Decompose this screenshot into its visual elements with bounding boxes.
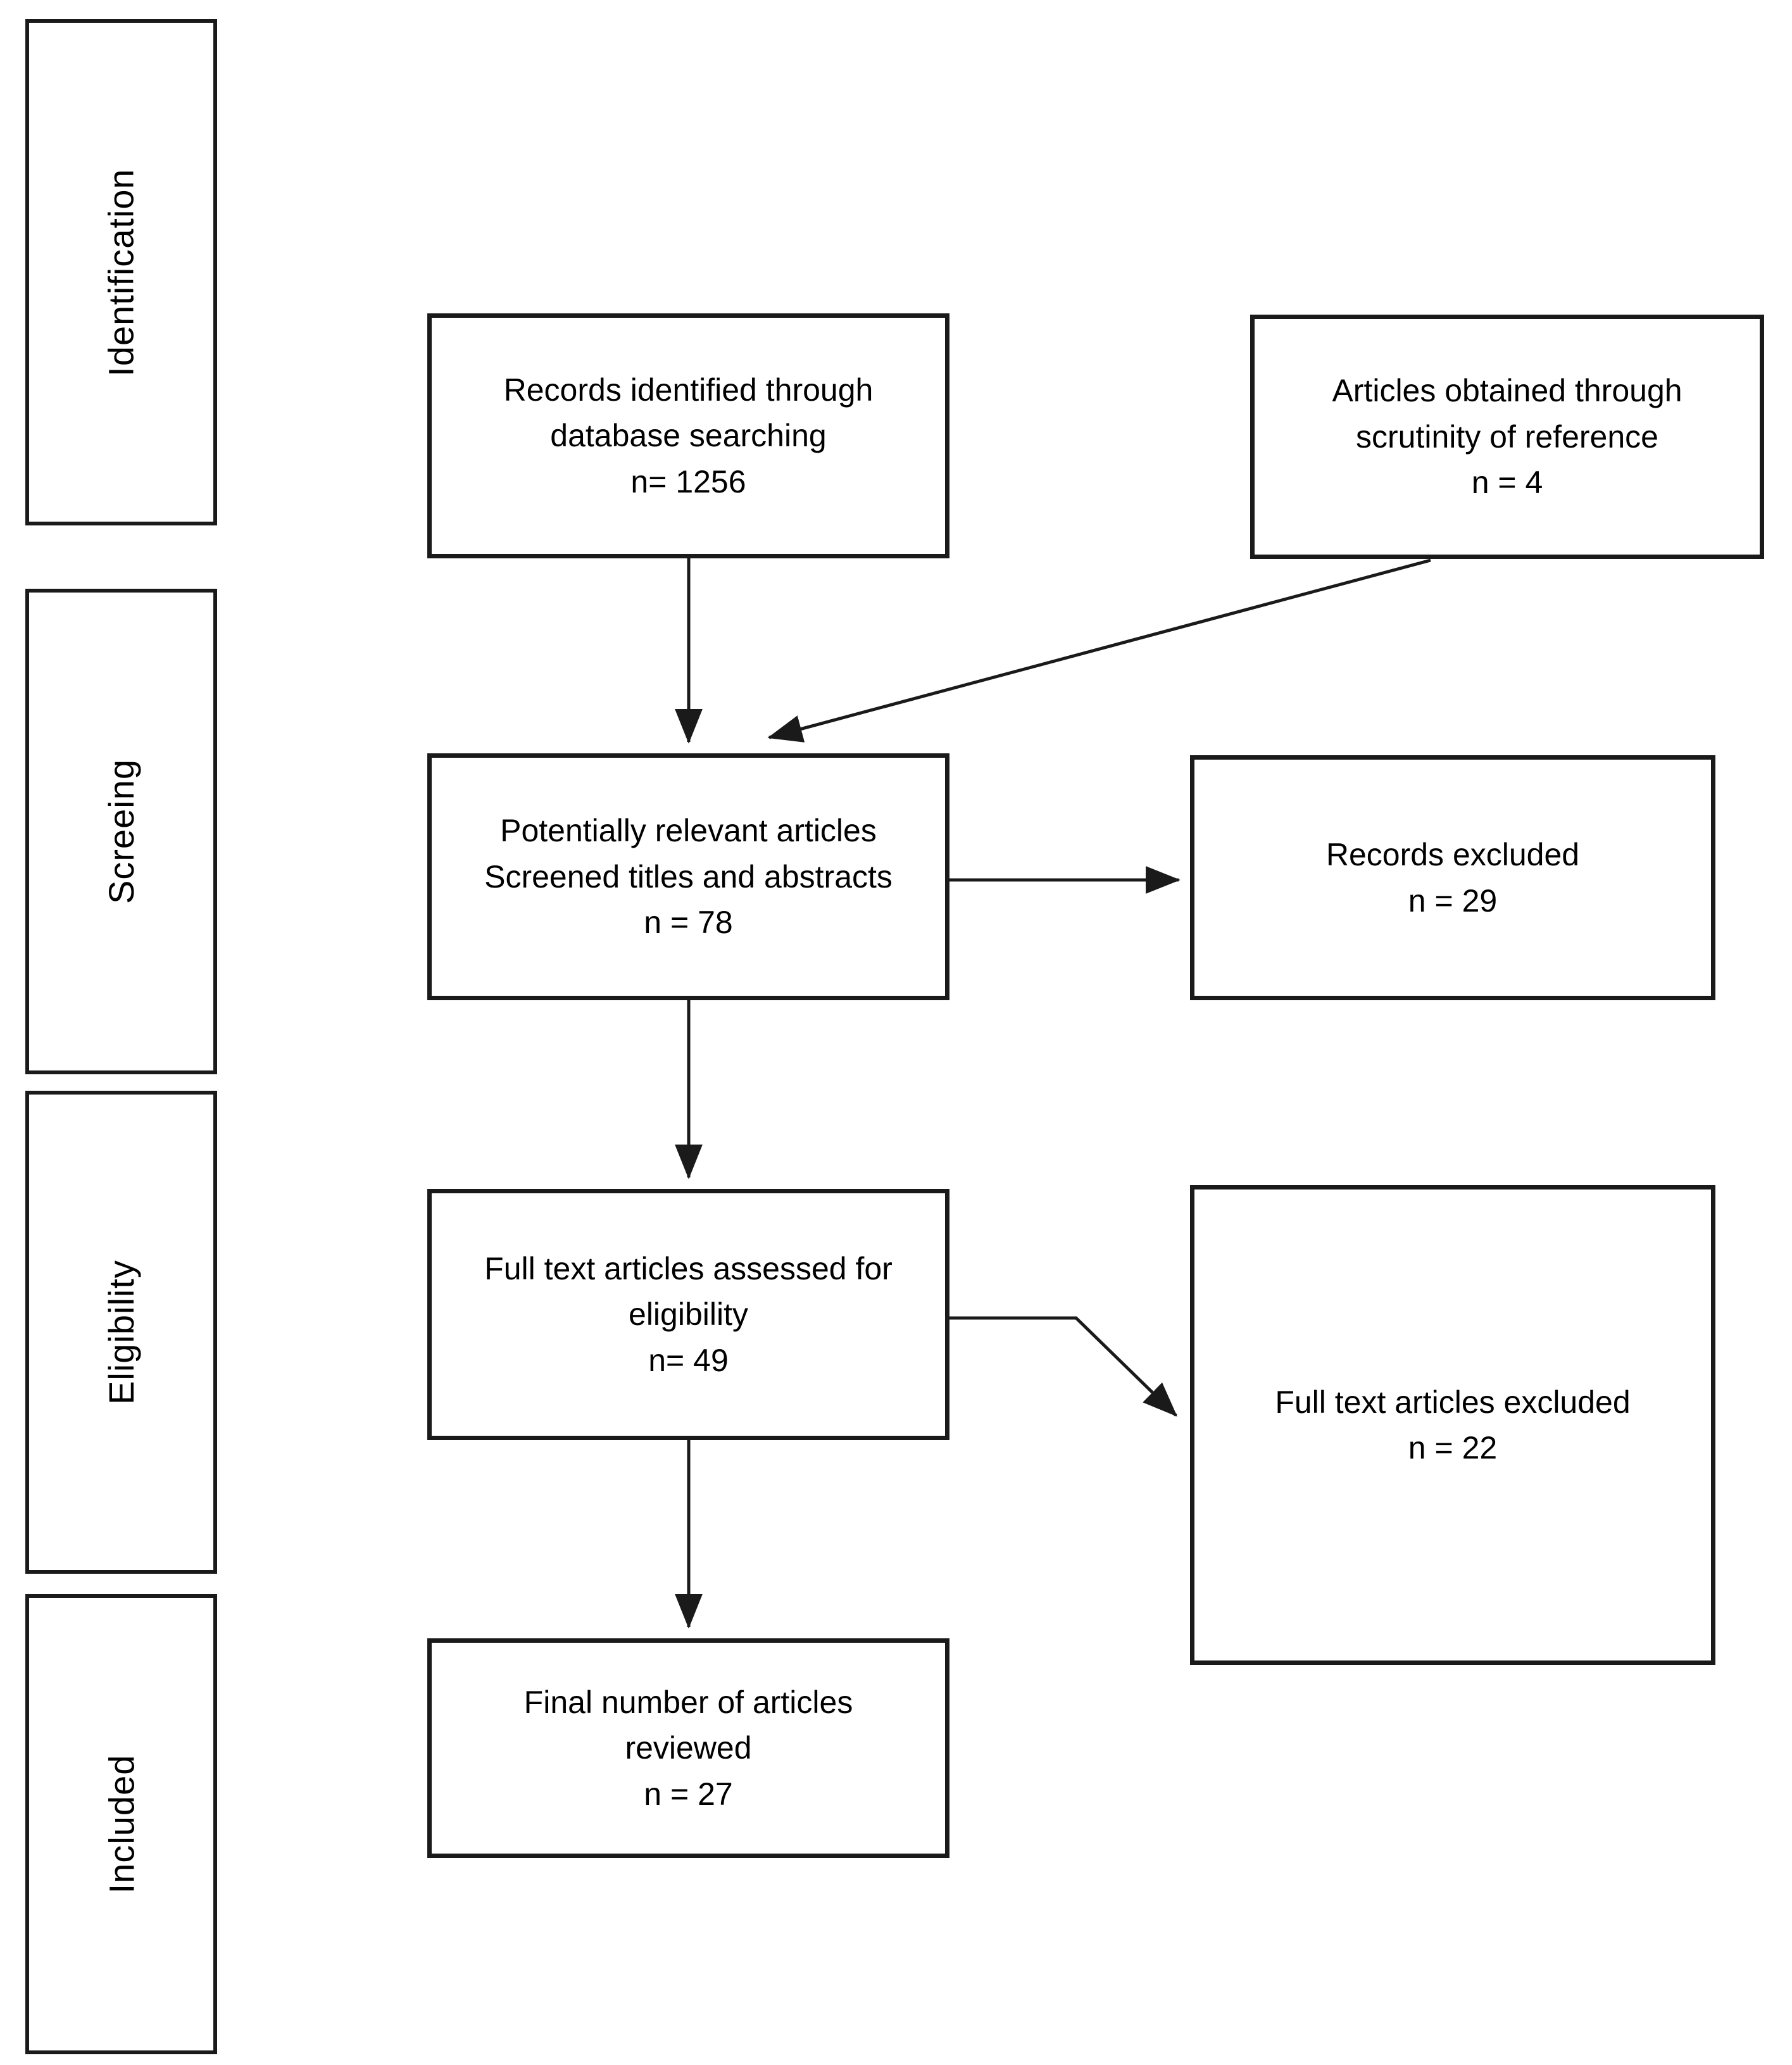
arrow-assessed-to-fulltext-excluded <box>949 1316 1177 1417</box>
stage-label-screening: Screeing <box>101 758 141 905</box>
stage-box-eligibility: Eligibility <box>25 1091 217 1574</box>
stage-box-identification: Identification <box>25 19 217 525</box>
stage-label-included: Included <box>101 1754 141 1894</box>
flow-box-articles-from-references: Articles obtained through scrutinity of … <box>1250 315 1764 559</box>
stage-label-eligibility: Eligibility <box>101 1260 141 1405</box>
arrow-reference-to-screened <box>767 558 1431 743</box>
flow-box-final-reviewed: Final number of articles reviewed n = 27 <box>427 1638 949 1858</box>
flow-box-records-identified: Records identified through database sear… <box>427 313 949 558</box>
flow-box-potentially-relevant: Potentially relevant articles Screened t… <box>427 753 949 1000</box>
flow-box-full-text-assessed: Full text articles assessed for eligibil… <box>427 1189 949 1440</box>
stage-box-screening: Screeing <box>25 589 217 1074</box>
flow-box-records-excluded: Records excluded n = 29 <box>1190 755 1715 1000</box>
stage-label-identification: Identification <box>101 168 141 377</box>
flow-box-full-text-excluded: Full text articles excluded n = 22 <box>1190 1185 1715 1665</box>
stage-box-included: Included <box>25 1594 217 2054</box>
